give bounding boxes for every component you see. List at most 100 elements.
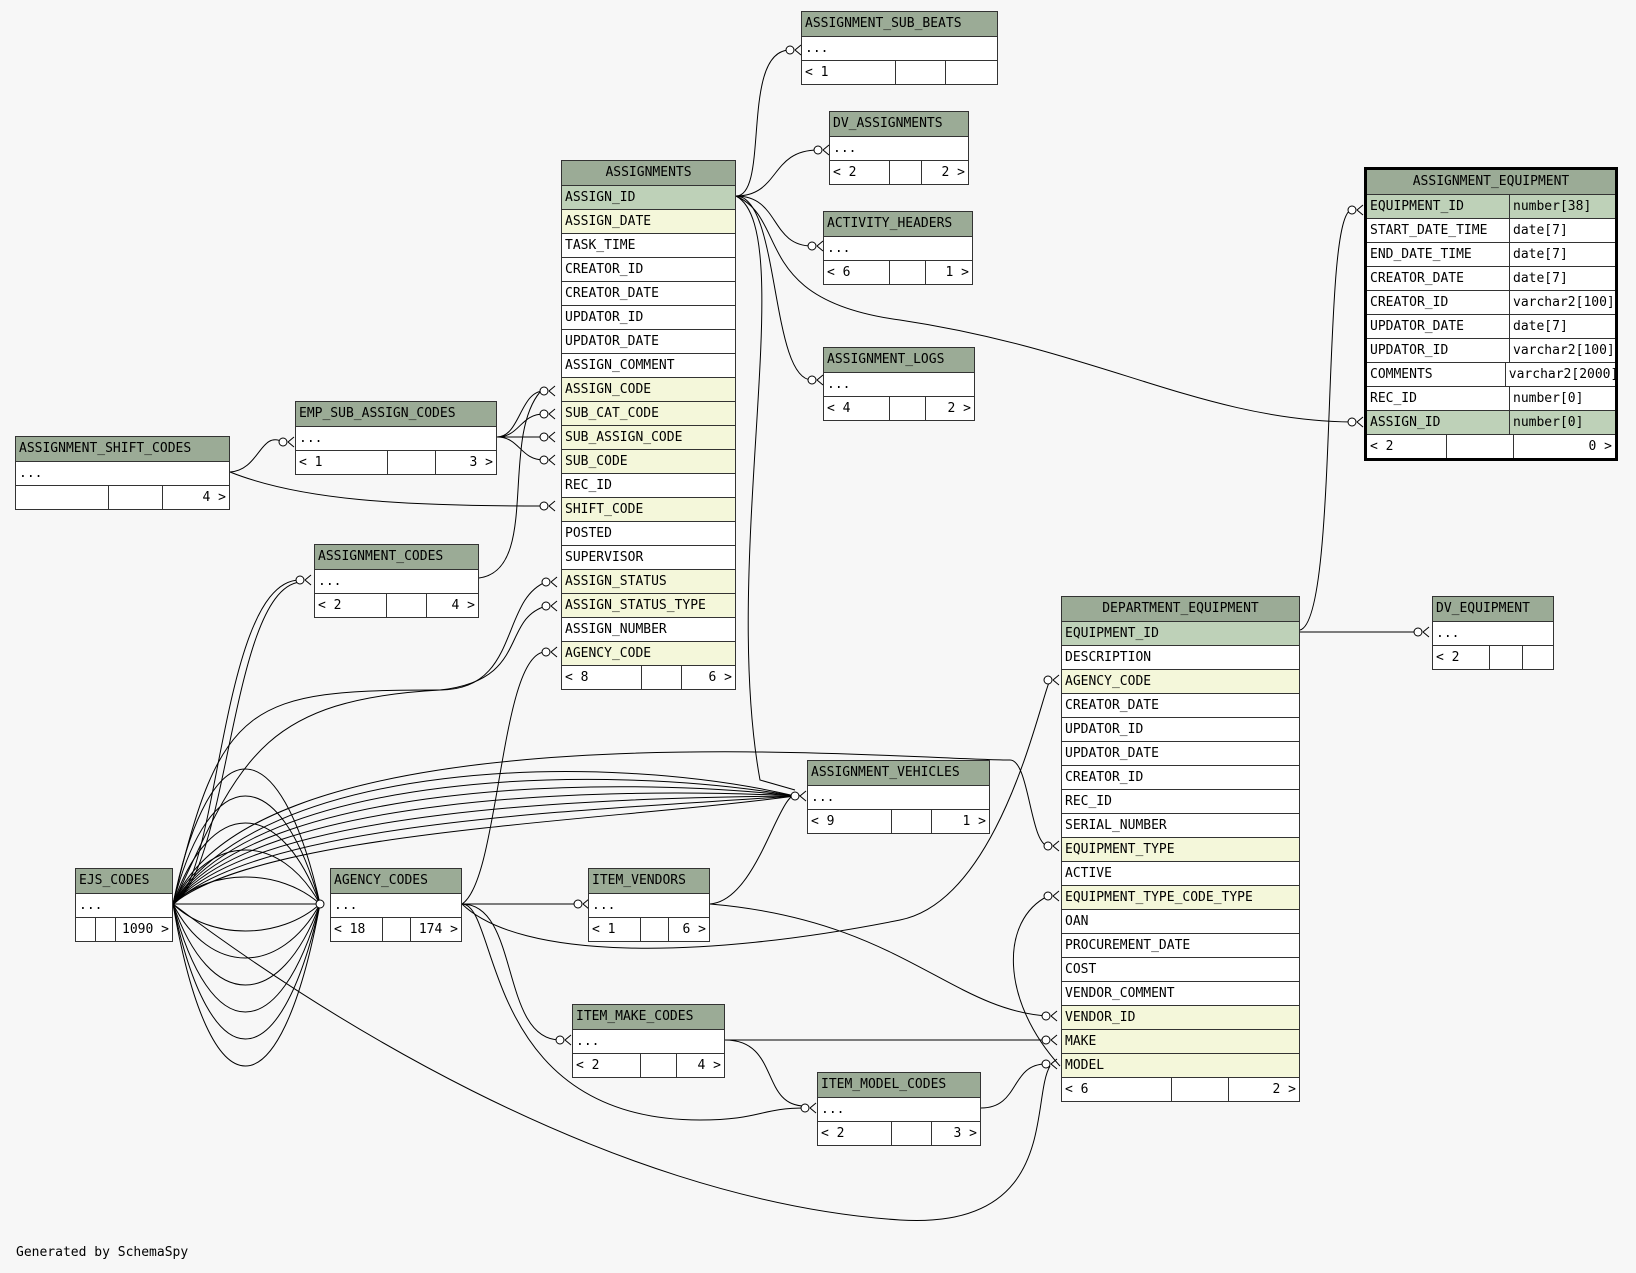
- table-title[interactable]: ASSIGNMENT_LOGS: [824, 348, 974, 373]
- table-title[interactable]: ITEM_MODEL_CODES: [818, 1073, 980, 1098]
- child-count[interactable]: 4 >: [697, 1058, 721, 1073]
- table-assignment-shift-codes[interactable]: ASSIGNMENT_SHIFT_CODES... 4 >: [15, 436, 230, 510]
- column-row[interactable]: UPDATOR_DATE: [562, 330, 735, 354]
- child-count[interactable]: 6 >: [708, 670, 732, 685]
- table-title[interactable]: ASSIGNMENT_SUB_BEATS: [802, 12, 997, 37]
- column-row[interactable]: ASSIGN_COMMENT: [562, 354, 735, 378]
- column-row[interactable]: UPDATOR_DATE: [1062, 742, 1299, 766]
- child-count[interactable]: 0 >: [1588, 439, 1612, 454]
- column-row[interactable]: MODEL: [1062, 1054, 1299, 1078]
- column-row[interactable]: CREATOR_ID: [562, 258, 735, 282]
- collapsed-columns[interactable]: ...: [818, 1098, 980, 1122]
- collapsed-columns[interactable]: ...: [573, 1030, 724, 1054]
- table-title[interactable]: EJS_CODES: [76, 869, 172, 894]
- collapsed-columns[interactable]: ...: [824, 237, 972, 261]
- parent-count[interactable]: < 2: [1433, 646, 1490, 669]
- table-assignment-codes[interactable]: ASSIGNMENT_CODES...< 2 4 >: [314, 544, 479, 618]
- column-row[interactable]: ACTIVE: [1062, 862, 1299, 886]
- parent-count[interactable]: < 2: [315, 594, 387, 617]
- child-count[interactable]: 1 >: [962, 814, 986, 829]
- child-count[interactable]: 4 >: [451, 598, 475, 613]
- column-row[interactable]: CREATOR_DATE: [562, 282, 735, 306]
- collapsed-columns[interactable]: ...: [1433, 622, 1553, 646]
- child-count[interactable]: 4 >: [202, 490, 226, 505]
- table-title[interactable]: AGENCY_CODES: [331, 869, 461, 894]
- column-row[interactable]: MAKE: [1062, 1030, 1299, 1054]
- column-row[interactable]: EQUIPMENT_TYPE_CODE_TYPE: [1062, 886, 1299, 910]
- child-count[interactable]: 6 >: [682, 922, 706, 937]
- table-title[interactable]: DEPARTMENT_EQUIPMENT: [1062, 597, 1299, 622]
- child-count[interactable]: 1090 >: [122, 922, 169, 937]
- column-row[interactable]: SUB_CODE: [562, 450, 735, 474]
- table-title[interactable]: ASSIGNMENT_CODES: [315, 545, 478, 570]
- table-title[interactable]: EMP_SUB_ASSIGN_CODES: [296, 402, 496, 427]
- column-row[interactable]: UPDATOR_ID: [562, 306, 735, 330]
- table-title[interactable]: ITEM_MAKE_CODES: [573, 1005, 724, 1030]
- column-row[interactable]: REC_ID: [562, 474, 735, 498]
- parent-count[interactable]: < 2: [818, 1122, 892, 1145]
- table-dv-equipment[interactable]: DV_EQUIPMENT...< 2: [1432, 596, 1554, 670]
- table-assignment-logs[interactable]: ASSIGNMENT_LOGS...< 4 2 >: [823, 347, 975, 421]
- column-row[interactable]: VENDOR_COMMENT: [1062, 982, 1299, 1006]
- column-row[interactable]: ASSIGN_STATUS_TYPE: [562, 594, 735, 618]
- collapsed-columns[interactable]: ...: [16, 462, 229, 486]
- collapsed-columns[interactable]: ...: [76, 894, 172, 918]
- parent-count[interactable]: < 6: [1062, 1078, 1172, 1101]
- parent-count[interactable]: < 8: [562, 666, 642, 689]
- column-row[interactable]: REC_ID: [1062, 790, 1299, 814]
- table-title[interactable]: ASSIGNMENT_EQUIPMENT: [1367, 170, 1615, 195]
- column-row[interactable]: SERIAL_NUMBER: [1062, 814, 1299, 838]
- column-row[interactable]: OAN: [1062, 910, 1299, 934]
- parent-count[interactable]: [16, 486, 109, 509]
- table-title[interactable]: ASSIGNMENT_SHIFT_CODES: [16, 437, 229, 462]
- parent-count[interactable]: < 6: [824, 261, 890, 284]
- table-title[interactable]: ITEM_VENDORS: [589, 869, 709, 894]
- column-row[interactable]: ASSIGN_STATUS: [562, 570, 735, 594]
- column-row[interactable]: COST: [1062, 958, 1299, 982]
- parent-count[interactable]: < 9: [808, 810, 892, 833]
- column-row[interactable]: EQUIPMENT_ID: [1062, 622, 1299, 646]
- parent-count[interactable]: < 4: [824, 397, 890, 420]
- column-row[interactable]: PROCUREMENT_DATE: [1062, 934, 1299, 958]
- table-title[interactable]: ASSIGNMENT_VEHICLES: [808, 761, 989, 786]
- column-row[interactable]: TASK_TIME: [562, 234, 735, 258]
- table-item-make-codes[interactable]: ITEM_MAKE_CODES...< 2 4 >: [572, 1004, 725, 1078]
- table-item-model-codes[interactable]: ITEM_MODEL_CODES...< 2 3 >: [817, 1072, 981, 1146]
- column-row[interactable]: VENDOR_ID: [1062, 1006, 1299, 1030]
- parent-count[interactable]: < 2: [573, 1054, 641, 1077]
- column-row[interactable]: SHIFT_CODE: [562, 498, 735, 522]
- column-row[interactable]: EQUIPMENT_TYPE: [1062, 838, 1299, 862]
- collapsed-columns[interactable]: ...: [315, 570, 478, 594]
- column-row[interactable]: POSTED: [562, 522, 735, 546]
- column-row[interactable]: ASSIGN_CODE: [562, 378, 735, 402]
- column-row[interactable]: SUB_ASSIGN_CODE: [562, 426, 735, 450]
- column-row[interactable]: CREATOR_DATE: [1062, 694, 1299, 718]
- column-row[interactable]: AGENCY_CODE: [1062, 670, 1299, 694]
- child-count[interactable]: 2 >: [947, 401, 971, 416]
- collapsed-columns[interactable]: ...: [824, 373, 974, 397]
- child-count[interactable]: [1523, 646, 1553, 669]
- column-row[interactable]: SUPERVISOR: [562, 546, 735, 570]
- parent-count[interactable]: < 2: [830, 161, 890, 184]
- table-title[interactable]: ASSIGNMENTS: [562, 161, 735, 186]
- child-count[interactable]: 3 >: [469, 455, 493, 470]
- child-count[interactable]: 3 >: [953, 1126, 977, 1141]
- column-row[interactable]: CREATOR_ID: [1062, 766, 1299, 790]
- child-count[interactable]: 2 >: [941, 165, 965, 180]
- collapsed-columns[interactable]: ...: [331, 894, 461, 918]
- table-title[interactable]: DV_ASSIGNMENTS: [830, 112, 968, 137]
